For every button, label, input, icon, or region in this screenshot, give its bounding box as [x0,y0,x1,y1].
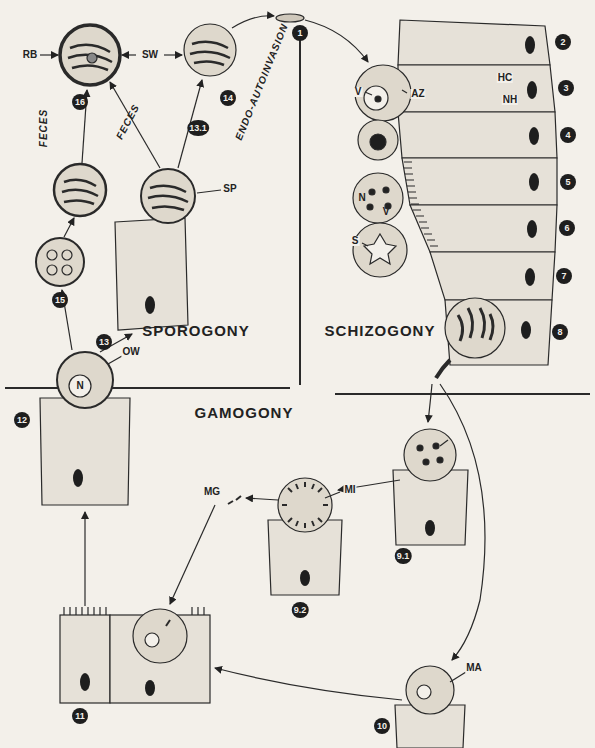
leader-line [40,54,58,55]
merozoite-rosette [364,234,396,264]
arrow [110,82,160,168]
schizont [353,173,403,223]
leader-line [108,356,122,364]
leader-line [365,92,372,95]
sporozoite [276,14,304,22]
callout-number: 6 [559,220,575,236]
divider-line [335,393,590,395]
part-label: V [383,207,390,217]
part-label: V [354,87,363,97]
stage-title: SCHIZOGONY [325,323,436,338]
macrogamont [406,666,454,714]
callout-number: 9.1 [395,548,412,564]
part-label: SP [222,184,237,194]
oocyst [54,164,106,216]
thin-walled-oocyst [184,24,236,76]
merozoites [458,308,493,341]
part-label: MI [343,485,356,495]
callout-number: 9.2 [292,602,309,618]
stage-title: GAMOGONY [195,405,294,420]
callout-number: 3 [558,80,574,96]
oocyst [36,238,84,286]
part-label: RB [22,50,38,60]
arrow [64,218,74,237]
leader-line [402,90,407,93]
arrow [84,512,85,606]
oocyst-wall [57,352,113,408]
stage-title: SPOROGONY [142,323,249,338]
microvilli [404,162,438,246]
callout-number: 13 [96,334,112,350]
part-label: AZ [410,89,425,99]
leader-line [197,190,221,193]
callout-number: 11 [72,708,88,724]
arrow [232,16,274,28]
divider-line [299,32,301,385]
oocyst [141,169,195,223]
leader-line [362,243,368,246]
part-label: N [76,381,83,391]
host-cell [115,218,188,330]
merozoite [436,360,450,378]
meront [445,298,505,358]
microgamont [404,429,456,481]
callout-number: 5 [560,174,576,190]
side-note: ENDO-AUTOINVASION [234,22,290,142]
arrow [428,384,432,422]
microgametes [282,482,328,528]
callout-number: 13.1 [187,120,209,136]
callout-number: 15 [52,292,68,308]
leader-line [440,440,448,446]
schizont [353,223,407,277]
callout-number: 2 [555,34,571,50]
callout-number: 1 [292,25,308,41]
callout-number: 12 [14,412,30,428]
part-label: S [351,236,360,246]
cell-nuclei [521,36,539,339]
arrow [246,498,278,500]
divider-line [5,387,290,389]
arrow [170,505,215,604]
zygote [133,609,187,663]
arrow [215,668,402,700]
side-note: FECES [115,103,142,142]
microgamete [228,496,241,504]
part-label: N [358,193,365,203]
part-label: OW [121,347,140,357]
arrow [122,54,136,55]
side-note: FECES [39,109,49,147]
leader-line [450,672,466,682]
vacuole [364,86,388,110]
callout-number: 7 [556,268,572,284]
part-label: HC [497,73,513,83]
host-cell [40,398,130,505]
callout-number: 10 [374,718,390,734]
thick-walled-oocyst [60,25,120,85]
epithelial-cells [398,20,557,365]
part-label: SW [141,50,159,60]
callout-number: 4 [560,127,576,143]
arrow [164,54,182,55]
arrow [305,20,368,62]
callout-number: 14 [220,90,236,106]
microgamont [278,478,332,532]
part-label: NH [502,95,518,105]
trophozoite [355,65,411,121]
part-label: MA [465,663,483,673]
trophozoite [358,120,398,160]
leader-line [325,492,340,498]
microvilli [64,607,204,615]
callout-number: 8 [552,324,568,340]
part-label: MG [203,487,221,497]
callout-number: 16 [72,94,88,110]
